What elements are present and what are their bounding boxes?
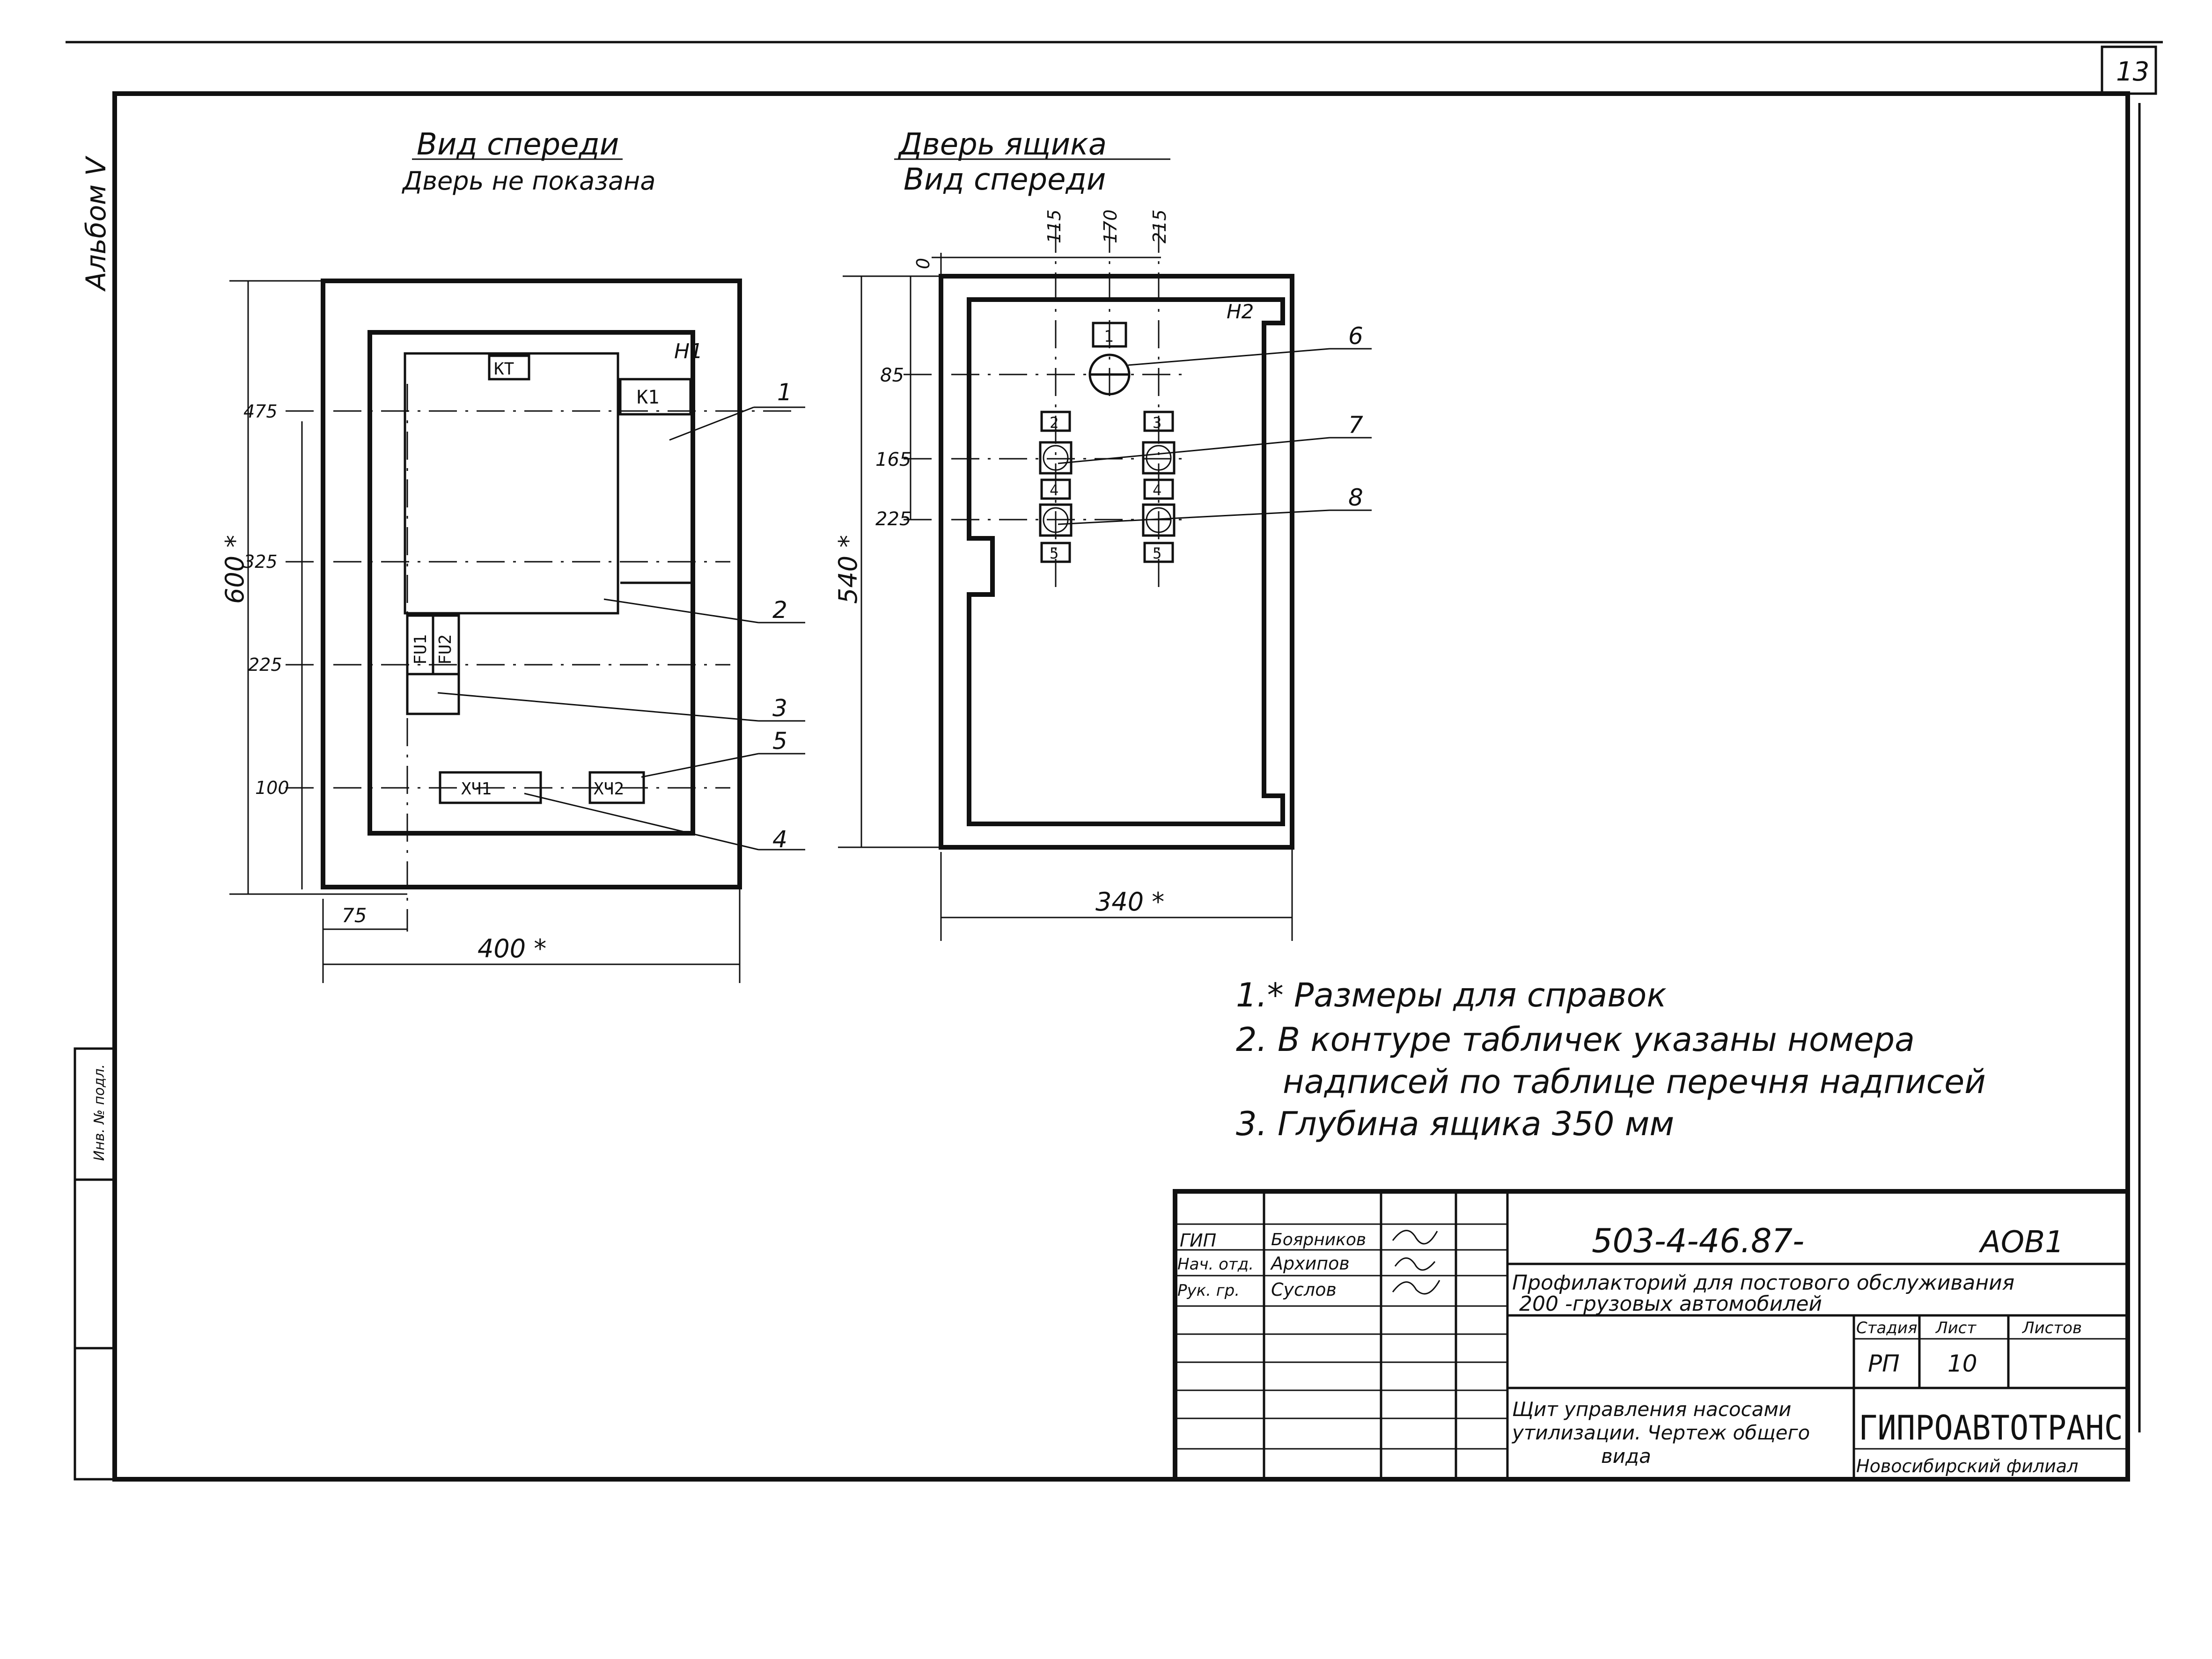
- front-corner-label: Н1: [674, 339, 703, 363]
- svg-text:3: 3: [1153, 414, 1161, 432]
- door-outer: [939, 274, 1294, 850]
- svg-text:2: 2: [772, 596, 787, 624]
- door-width-dim: 340 *: [1095, 887, 1164, 917]
- name-1: Боярников: [1271, 1230, 1366, 1249]
- component-kt: [488, 354, 530, 381]
- component-k1: [619, 378, 692, 416]
- plate-2: [1040, 411, 1071, 432]
- side-stamp-box: [73, 1047, 116, 1481]
- role-head: Нач. отд.: [1177, 1255, 1254, 1274]
- sheet-value: 10: [1947, 1350, 1977, 1377]
- note-3: 3. Глубина ящика 350 мм: [1236, 1105, 1674, 1143]
- stage-value: РП: [1868, 1350, 1900, 1377]
- plate-4-right: [1143, 478, 1174, 500]
- svg-text:1: 1: [777, 379, 792, 406]
- doc-suffix: АОВ1: [1978, 1225, 2064, 1260]
- front-view-title: Вид спереди: [417, 127, 619, 162]
- drawing-frame: [112, 91, 2130, 1482]
- page-number: 13: [2116, 57, 2149, 87]
- svg-text:475: 475: [243, 401, 278, 422]
- note-2-cont: надписей по таблице перечня надписей: [1283, 1063, 1986, 1101]
- svg-text:85: 85: [880, 365, 904, 386]
- svg-text:4: 4: [1153, 481, 1161, 499]
- svg-text:165: 165: [875, 449, 911, 470]
- front-view-subtitle: Дверь не показана: [402, 166, 655, 196]
- plate-5-right: [1143, 542, 1174, 563]
- org-name: ГИПРОАВТОТРАНС: [1859, 1408, 2123, 1447]
- project-line-1: Профилакторий для постового обслуживания: [1512, 1271, 2014, 1295]
- plate-3: [1143, 411, 1174, 432]
- svg-text:75: 75: [342, 904, 367, 927]
- fuse-fu1: FU1: [411, 634, 430, 665]
- svg-text:7: 7: [1348, 411, 1363, 439]
- sheet-title-1: Щит управления насосами: [1512, 1398, 1791, 1421]
- role-gip: ГИП: [1180, 1230, 1216, 1251]
- svg-text:4: 4: [1050, 481, 1058, 499]
- svg-text:2: 2: [1050, 414, 1058, 432]
- door-height-dim: 540 *: [833, 535, 863, 604]
- svg-text:8: 8: [1348, 484, 1363, 511]
- project-line-2: 200 -грузовых автомобилей: [1519, 1292, 1822, 1316]
- fuse-fu2: FU2: [436, 634, 455, 665]
- svg-text:К1: К1: [637, 387, 659, 408]
- door-view: Дверь ящика Вид спереди Н2 0 115 170 215…: [833, 127, 1372, 941]
- svg-text:5: 5: [1153, 544, 1161, 562]
- plate-5-left: [1040, 542, 1071, 563]
- plate-4-left: [1040, 478, 1071, 500]
- svg-text:325: 325: [243, 551, 278, 572]
- sheet-title-3: вида: [1601, 1445, 1651, 1468]
- svg-text:5: 5: [1050, 544, 1058, 562]
- svg-text:100: 100: [255, 778, 289, 798]
- front-height-dim: 600 *: [220, 535, 250, 604]
- button-left-top: [1039, 441, 1073, 475]
- door-corner-label: Н2: [1227, 300, 1254, 323]
- svg-text:КТ: КТ: [494, 360, 514, 379]
- svg-text:170: 170: [1100, 209, 1121, 243]
- role-group: Рук. гр.: [1177, 1281, 1240, 1300]
- doc-code: 503-4-46.87-: [1592, 1222, 1804, 1260]
- col-sheets: Листов: [2021, 1319, 2082, 1337]
- door-inner-contour: [967, 297, 1285, 826]
- col-sheet: Лист: [1935, 1319, 1977, 1337]
- svg-text:0: 0: [913, 258, 933, 269]
- front-width-dim: 400 *: [478, 934, 546, 963]
- svg-text:225: 225: [248, 654, 282, 675]
- svg-text:ХЧ1: ХЧ1: [461, 779, 492, 799]
- equipment-block: [404, 352, 619, 615]
- signatures: [1392, 1230, 1440, 1295]
- album-label: Альбом V: [80, 155, 112, 292]
- svg-text:5: 5: [772, 727, 787, 755]
- svg-text:215: 215: [1149, 209, 1170, 243]
- svg-text:4: 4: [772, 826, 787, 853]
- cabinet-outer: [321, 279, 742, 889]
- door-view-title: Дверь ящика: [897, 127, 1107, 162]
- svg-text:225: 225: [875, 508, 911, 530]
- button-right-top: [1142, 441, 1176, 475]
- note-2: 2. В контуре табличек указаны номера: [1236, 1020, 1915, 1059]
- title-block: ГИП Нач. отд. Рук. гр. Боярников Архипов…: [1173, 1189, 2130, 1482]
- notes: 1.* Размеры для справок 2. В контуре таб…: [1236, 976, 1986, 1143]
- svg-text:6: 6: [1348, 323, 1363, 350]
- sheet-title-2: утилизации. Чертеж общего: [1511, 1421, 1810, 1444]
- svg-text:115: 115: [1044, 209, 1065, 243]
- org-branch: Новосибирский филиал: [1856, 1456, 2078, 1476]
- front-view: Вид спереди Дверь не показана Н1 КТ К1 F…: [220, 127, 805, 983]
- side-stamp-text: Инв. № подл.: [91, 1064, 108, 1161]
- svg-text:3: 3: [772, 695, 787, 722]
- svg-text:ХЧ2: ХЧ2: [594, 779, 624, 799]
- name-2: Архипов: [1270, 1253, 1350, 1274]
- col-stage: Стадия: [1856, 1319, 1917, 1337]
- plate-1: [1092, 322, 1127, 348]
- svg-text:1: 1: [1104, 327, 1113, 346]
- door-view-subtitle: Вид спереди: [904, 162, 1106, 197]
- button-left-bottom: [1039, 503, 1073, 537]
- name-3: Суслов: [1271, 1279, 1337, 1300]
- note-1: 1.* Размеры для справок: [1236, 976, 1667, 1014]
